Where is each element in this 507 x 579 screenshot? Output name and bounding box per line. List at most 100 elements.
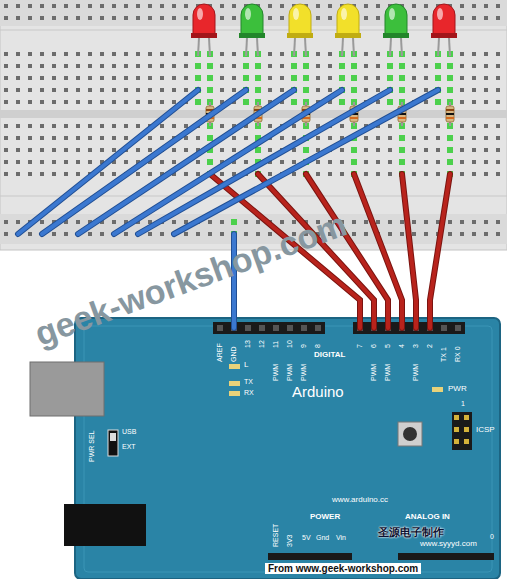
arduino-board — [30, 318, 500, 579]
pwm-label: PWM — [272, 364, 280, 381]
board-label: 1 — [461, 400, 465, 408]
led-dome — [193, 4, 215, 34]
header-label: DIGITAL — [314, 351, 345, 360]
pin-label: 8 — [314, 344, 322, 348]
status-led — [229, 391, 240, 396]
resistor-band — [446, 113, 454, 115]
led-leg — [209, 38, 210, 56]
connected-hole — [399, 63, 405, 69]
ground-wire — [174, 90, 438, 234]
led-flange — [239, 33, 265, 38]
pin-label: 4 — [398, 344, 406, 348]
status-led — [432, 387, 443, 392]
icsp-pin — [464, 439, 469, 444]
connected-hole — [207, 75, 213, 81]
resistor-band — [350, 117, 358, 119]
connected-hole — [351, 147, 357, 153]
led-label: TX — [244, 378, 253, 386]
led-leg — [246, 38, 247, 56]
power-header — [268, 553, 352, 560]
board-label: POWER — [310, 513, 340, 522]
resistor — [446, 102, 454, 126]
led-leg — [257, 38, 258, 56]
board-label: Vin — [336, 534, 346, 542]
pin-label: 5 — [384, 344, 392, 348]
connected-hole — [399, 147, 405, 153]
led-dome — [241, 4, 263, 34]
led-highlight — [389, 8, 395, 20]
watermark: geek-workshop.com — [30, 206, 352, 354]
led — [431, 4, 457, 56]
header-pin — [455, 325, 461, 331]
connected-hole — [447, 147, 453, 153]
led-highlight — [437, 8, 443, 20]
status-led — [229, 364, 240, 369]
header-pin — [301, 325, 307, 331]
connected-hole — [303, 147, 309, 153]
connected-hole — [399, 159, 405, 165]
pwm-label: PWM — [412, 364, 420, 381]
icsp-header — [452, 412, 472, 450]
led-flange — [335, 33, 361, 38]
header-pin — [245, 325, 251, 331]
board-label: Gnd — [316, 534, 329, 542]
pwm-label: PWM — [384, 364, 392, 381]
wire-core — [354, 174, 402, 328]
resistor-band — [398, 117, 406, 119]
header-pin — [315, 325, 321, 331]
connected-hole — [303, 75, 309, 81]
resistor-band — [446, 109, 454, 111]
connected-hole — [387, 63, 393, 69]
led-dome — [385, 4, 407, 34]
digital-header — [353, 322, 465, 334]
signal-wire — [354, 174, 402, 328]
led-label: RX — [244, 389, 254, 397]
connected-hole — [255, 75, 261, 81]
connected-hole — [435, 63, 441, 69]
pin-label: 2 — [426, 344, 434, 348]
icsp-pin — [464, 427, 469, 432]
icsp-pin — [454, 427, 459, 432]
pin-label: 12 — [258, 340, 266, 348]
board-label: www.arduino.cc — [332, 496, 388, 505]
caption: From www.geek-workshop.com — [265, 563, 421, 574]
board-label: 0 — [490, 533, 494, 541]
led — [335, 4, 361, 56]
led-leg — [342, 38, 343, 56]
wire-outline — [354, 174, 402, 328]
breadboard — [0, 196, 507, 197]
led-dome — [337, 4, 359, 34]
wire-outline — [138, 90, 390, 234]
board-label: PWR — [448, 385, 467, 394]
pin-label: 10 — [286, 340, 294, 348]
header-pin — [217, 325, 223, 331]
led-leg — [401, 38, 402, 56]
pin-label: RX 0 — [454, 346, 462, 362]
connected-hole — [351, 159, 357, 165]
arduino-board — [403, 427, 417, 441]
connected-hole — [351, 75, 357, 81]
breadboard — [0, 48, 507, 108]
connected-hole — [303, 63, 309, 69]
pin-label: TX 1 — [440, 347, 448, 362]
connected-hole — [195, 99, 201, 105]
wire-core — [174, 90, 438, 234]
jumper-wires — [18, 90, 450, 328]
icsp-pin — [454, 415, 459, 420]
board-label: EXT — [122, 443, 136, 451]
connected-hole — [447, 159, 453, 165]
board-label: PWR SEL — [88, 430, 96, 462]
icsp-pin — [454, 439, 459, 444]
connected-holes — [195, 51, 453, 237]
led-leg — [305, 38, 306, 56]
connected-hole — [435, 99, 441, 105]
pin-label: 13 — [244, 340, 252, 348]
led-leg — [438, 38, 439, 56]
led-leg — [390, 38, 391, 56]
pwm-label: PWM — [286, 364, 294, 381]
pin-label: 6 — [370, 344, 378, 348]
connected-hole — [195, 63, 201, 69]
connected-hole — [291, 75, 297, 81]
signal-wire — [402, 174, 416, 328]
